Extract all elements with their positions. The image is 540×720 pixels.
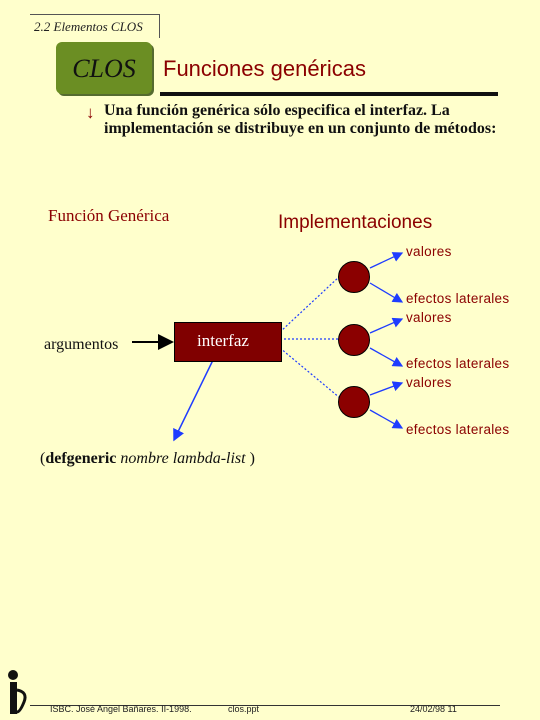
footer-file: clos.ppt bbox=[228, 704, 260, 714]
clos-badge-text: CLOS bbox=[72, 54, 136, 83]
method-node-1 bbox=[338, 261, 370, 293]
clos-badge: CLOS bbox=[56, 42, 152, 94]
method-node-2 bbox=[338, 324, 370, 356]
section-label: 2.2 Elementos CLOS bbox=[30, 14, 160, 38]
footer-author: ISBC. José Angel Bañares. II-1998. bbox=[50, 704, 192, 714]
title-divider bbox=[160, 92, 498, 96]
output-arrow-3b bbox=[369, 409, 404, 429]
generic-function-label: Función Genérica bbox=[48, 206, 170, 225]
arguments-label: argumentos bbox=[44, 336, 119, 353]
footer-date-page: 24/02/98 11 bbox=[410, 704, 457, 714]
defgeneric-params: nombre lambda-list bbox=[120, 450, 246, 467]
defgeneric-arrow bbox=[173, 357, 215, 442]
output-arrow-2a bbox=[369, 317, 404, 334]
defgeneric-close: ) bbox=[249, 450, 255, 467]
output-label-2b: valores bbox=[406, 310, 452, 325]
output-label-1: valores bbox=[406, 244, 452, 259]
interface-label: interfaz bbox=[197, 331, 249, 350]
presenter-logo-icon bbox=[8, 670, 27, 714]
output-label-4: efectos laterales bbox=[406, 422, 510, 437]
output-arrow-1b bbox=[369, 282, 404, 303]
output-arrow-2b bbox=[369, 347, 404, 367]
method-node-3 bbox=[338, 386, 370, 418]
output-label-3b: valores bbox=[406, 375, 452, 390]
defgeneric-open: ( bbox=[40, 450, 46, 467]
defgeneric-keyword: defgeneric bbox=[45, 450, 117, 467]
defgeneric-syntax: (defgeneric nombre lambda-list ) bbox=[40, 450, 255, 468]
output-arrow-1a bbox=[369, 252, 404, 269]
implementations-label: Implementaciones bbox=[278, 212, 433, 233]
arrow-bullet-icon: ↓ bbox=[86, 103, 95, 122]
interface-box: interfaz bbox=[174, 322, 282, 362]
connector-node-1 bbox=[279, 275, 341, 333]
footer-divider bbox=[30, 705, 500, 706]
slide-title: Funciones genéricas bbox=[163, 56, 367, 81]
bullet-text: Una función genérica sólo especifica el … bbox=[104, 102, 497, 137]
output-arrow-3a bbox=[369, 381, 404, 396]
output-label-2a: efectos laterales bbox=[406, 291, 510, 306]
output-label-3a: efectos laterales bbox=[406, 356, 510, 371]
connector-node-3 bbox=[279, 347, 341, 399]
